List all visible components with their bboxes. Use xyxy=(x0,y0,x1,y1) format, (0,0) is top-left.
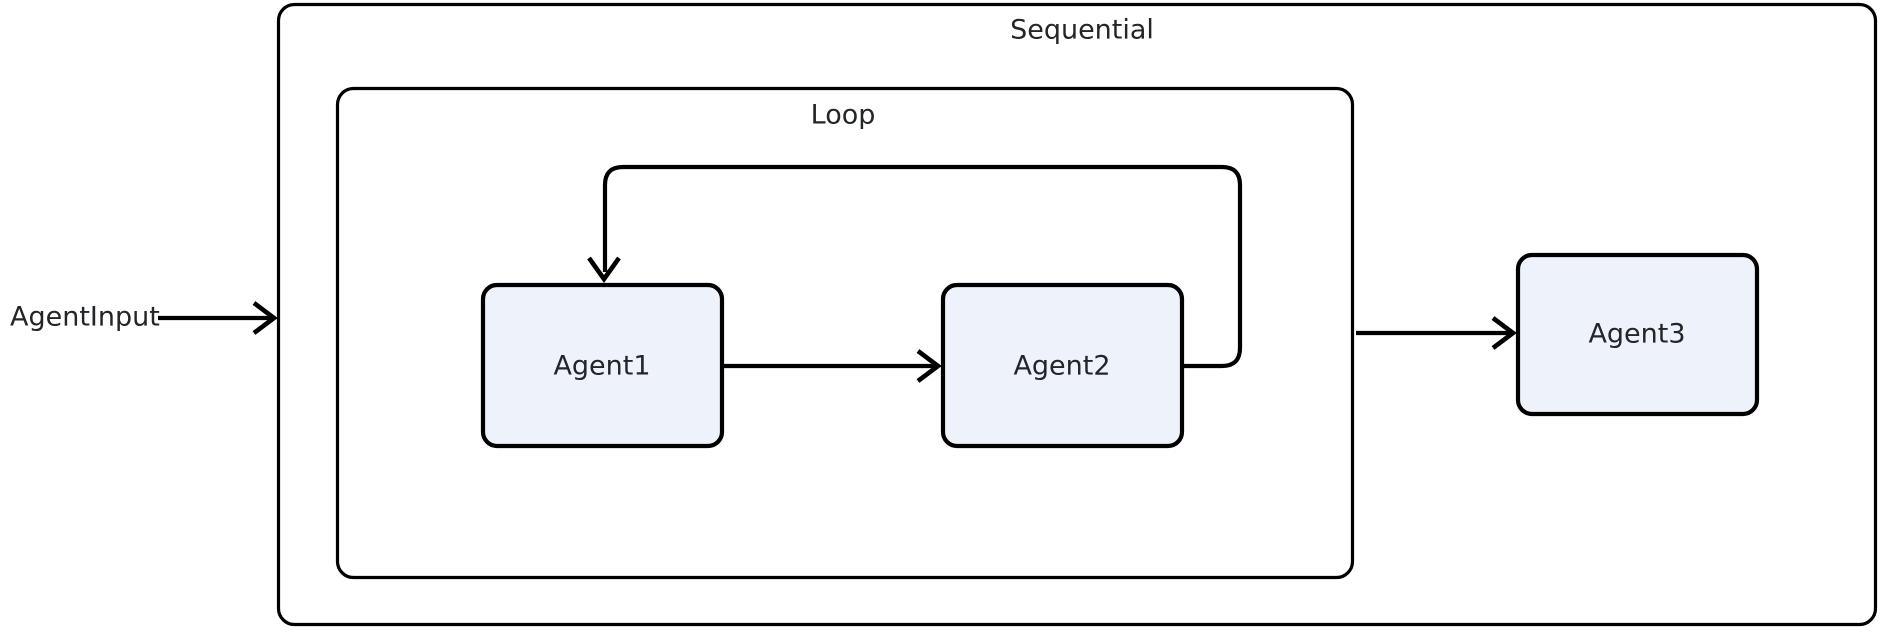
group-label-loop: Loop xyxy=(811,100,876,131)
node-agent1[interactable]: Agent1 xyxy=(480,282,725,449)
edge-agent2-to-agent1-loopback[interactable] xyxy=(587,164,1243,369)
node-agent3-label: Agent3 xyxy=(1588,319,1685,350)
node-agent2-shape[interactable] xyxy=(940,282,1185,449)
node-agent1-shape[interactable] xyxy=(480,282,725,449)
node-agent3-shape[interactable] xyxy=(1515,252,1760,417)
group-label-sequential: Sequential xyxy=(1010,15,1154,46)
node-agent2[interactable]: Agent2 xyxy=(940,282,1185,449)
node-agent3[interactable]: Agent3 xyxy=(1515,252,1760,417)
external-input-label-agentinput: AgentInput xyxy=(10,302,160,333)
edge-loop-to-agent3[interactable] xyxy=(1356,316,1517,350)
edge-agent-input-to-sequential[interactable] xyxy=(158,301,278,335)
edge-agent1-to-agent2[interactable] xyxy=(724,349,942,383)
group-frame-loop[interactable] xyxy=(335,86,1355,580)
node-agent2-label: Agent2 xyxy=(1013,351,1110,382)
node-agent1-label: Agent1 xyxy=(553,351,650,382)
